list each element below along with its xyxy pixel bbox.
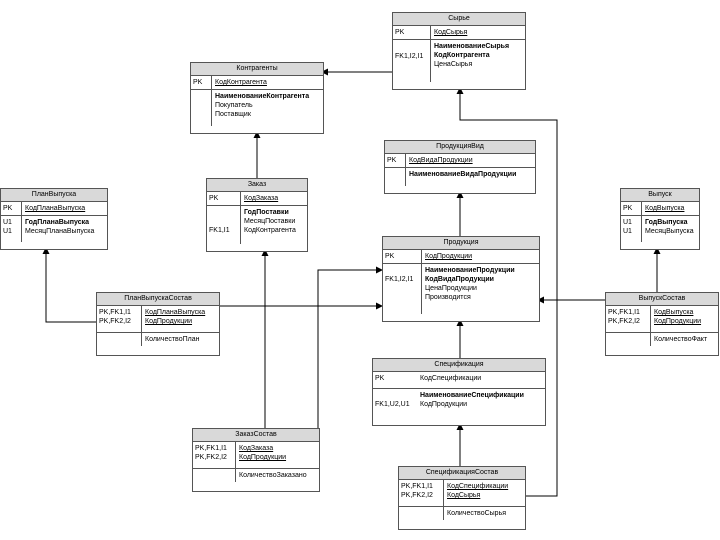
entity-kontragenty[interactable]: Контрагенты PK КодКонтрагента Наименован… — [190, 62, 324, 134]
entity-title: Сырье — [393, 13, 525, 26]
key-column: PK — [621, 202, 642, 215]
key-column: FK1,U2,U1 — [375, 401, 410, 408]
field: КодСырья — [434, 29, 468, 36]
field: КодПродукции — [145, 318, 193, 325]
key-column: PK — [1, 202, 22, 215]
link-pvs-pv — [42, 247, 96, 323]
field: Поставщик — [215, 111, 251, 118]
key-column — [193, 469, 236, 482]
field: НаименованиеПродукции — [425, 267, 515, 274]
entity-title: ПродукцияВид — [385, 141, 535, 154]
entity-title: Заказ — [207, 179, 307, 192]
link-ss-syre — [456, 87, 558, 497]
field: КодКонтрагента — [434, 52, 490, 59]
field: ГодПланаВыпуска — [25, 219, 90, 226]
key-column: PK — [383, 250, 422, 263]
field: МесяцПланаВыпуска — [25, 228, 95, 235]
entity-specifikaciya-sostav[interactable]: СпецификацияСостав PK,FK1,I1 PK,FK2,I2 К… — [398, 466, 526, 530]
key-column — [399, 507, 444, 520]
key-column: PK — [375, 375, 385, 382]
key-column: PK — [207, 192, 241, 205]
entity-title: ЗаказСостав — [193, 429, 319, 442]
entity-produkciya[interactable]: Продукция PK КодПродукции FK1,I2,I1 Наим… — [382, 236, 540, 322]
field: КоличествоЗаказано — [239, 472, 307, 479]
field: ЦенаСырья — [434, 61, 473, 68]
field: КодВыпуска — [645, 205, 685, 212]
field: КодСпецификации — [420, 375, 482, 382]
field: КодКонтрагента — [215, 79, 267, 86]
field: КодКонтрагента — [244, 227, 296, 234]
field: КодПланаВыпуска — [145, 309, 206, 316]
key-column: PK,FK1,I1 PK,FK2,I2 — [97, 306, 142, 332]
entity-title: ВыпускСостав — [606, 293, 718, 306]
key-column — [606, 333, 651, 346]
field: НаименованиеВидаПродукции — [409, 171, 517, 178]
entity-plan-vypuska[interactable]: ПланВыпуска PK КодПланаВыпуска U1 U1 Год… — [0, 188, 108, 250]
entity-title: СпецификацияСостав — [399, 467, 525, 480]
field: КодПродукции — [425, 253, 473, 260]
entity-vypusk[interactable]: Выпуск PK КодВыпуска U1 U1 ГодВыпуска Ме… — [620, 188, 700, 250]
link-zs-produkciya — [317, 266, 383, 455]
entity-title: ПланВыпуска — [1, 189, 107, 202]
key-column: FK1,I2,I1 — [383, 264, 422, 314]
field: ЦенаПродукции — [425, 285, 477, 292]
field: ГодПоставки — [244, 209, 289, 216]
field: КодВидаПродукции — [425, 276, 494, 283]
field: КодВидаПродукции — [409, 157, 473, 164]
field: КодПродукции — [420, 401, 468, 408]
key-column: FK1,I2,I1 — [393, 40, 431, 82]
field: КодСырья — [447, 492, 481, 499]
entity-title: Спецификация — [373, 359, 545, 372]
key-column — [385, 168, 406, 186]
field: МесяцПоставки — [244, 218, 296, 225]
entity-vypusk-sostav[interactable]: ВыпускСостав PK,FK1,I1 PK,FK2,I2 КодВыпу… — [605, 292, 719, 356]
entity-title: Продукция — [383, 237, 539, 250]
key-column: FK1,I1 — [207, 206, 241, 244]
entity-zakaz[interactable]: Заказ PK КодЗаказа FK1,I1 ГодПоставки Ме… — [206, 178, 308, 252]
entity-title: Выпуск — [621, 189, 699, 202]
entity-title: ПланВыпускаСостав — [97, 293, 219, 306]
key-column: PK — [385, 154, 406, 167]
entity-produkciya-vid[interactable]: ПродукцияВид PK КодВидаПродукции Наимено… — [384, 140, 536, 194]
field: Производится — [425, 294, 471, 301]
field: НаименованиеСпецификации — [420, 392, 524, 399]
field: КодПродукции — [654, 318, 702, 325]
field: КодЗаказа — [244, 195, 279, 202]
field: ГодВыпуска — [645, 219, 688, 226]
entity-title: Контрагенты — [191, 63, 323, 76]
key-column: PK — [393, 26, 431, 39]
key-column: PK,FK1,I1 PK,FK2,I2 — [399, 480, 444, 506]
field: КодСпецификации — [447, 483, 509, 490]
field: НаименованиеКонтрагента — [215, 93, 310, 100]
field: КодЗаказа — [239, 445, 274, 452]
field: КодПланаВыпуска — [25, 205, 86, 212]
field: КоличествоПлан — [145, 336, 200, 343]
entity-syre[interactable]: Сырье PK КодСырья FK1,I2,I1 Наименование… — [392, 12, 526, 90]
field: КодВыпуска — [654, 309, 694, 316]
field: НаименованиеСырья — [434, 43, 510, 50]
entity-zakaz-sostav[interactable]: ЗаказСостав PK,FK1,I1 PK,FK2,I2 КодЗаказ… — [192, 428, 320, 492]
key-column — [97, 333, 142, 346]
key-column: U1 U1 — [1, 216, 22, 242]
field: Покупатель — [215, 102, 253, 109]
entity-specifikaciya[interactable]: Спецификация PK КодСпецификации FK1,U2,U… — [372, 358, 546, 426]
field: КоличествоФакт — [654, 336, 708, 343]
field: МесяцВыпуска — [645, 228, 694, 235]
entity-plan-vypuska-sostav[interactable]: ПланВыпускаСостав PK,FK1,I1 PK,FK2,I2 Ко… — [96, 292, 220, 356]
field: КодПродукции — [239, 454, 287, 461]
key-column: PK,FK1,I1 PK,FK2,I2 — [193, 442, 236, 468]
field: КоличествоСырья — [447, 510, 507, 517]
key-column — [191, 90, 212, 126]
key-column: U1 U1 — [621, 216, 642, 242]
key-column: PK,FK1,I1 PK,FK2,I2 — [606, 306, 651, 332]
key-column: PK — [191, 76, 212, 89]
